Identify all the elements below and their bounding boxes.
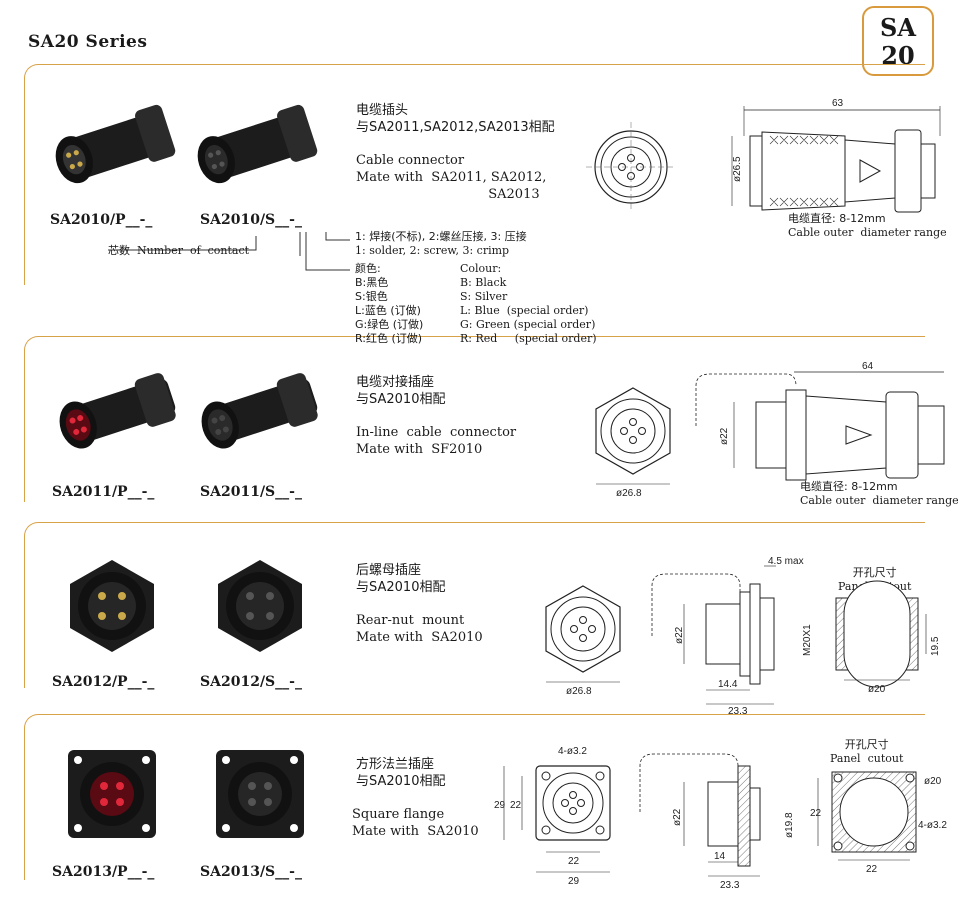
panel-dim-22-w: 22 bbox=[866, 864, 878, 875]
dim-29-h: 29 bbox=[494, 800, 506, 811]
connector-image-inline-p bbox=[59, 373, 176, 449]
connector-image-plug-s bbox=[197, 104, 318, 184]
frame-sa2012 bbox=[24, 522, 925, 688]
front-view-drawing-sa2012: ø26.8 bbox=[545, 585, 621, 697]
connector-image-inline-s bbox=[201, 373, 318, 449]
legend-colour-en: Colour: B: Black S: Silver L: Blue (spec… bbox=[460, 262, 597, 345]
connector-image-plug-p bbox=[55, 104, 176, 184]
dim-thread: M20X1 bbox=[802, 624, 813, 656]
panel-dim-195: 19.5 bbox=[930, 636, 941, 656]
description-sa2010: 电缆插头 与SA2011,SA2012,SA2013相配 bbox=[356, 103, 555, 135]
side-view-drawing-sa2013: ø22 ø19.8 14 23.3 bbox=[639, 753, 795, 891]
panel-cutout-title-sa2013: 开孔尺寸 Panel cutout bbox=[830, 738, 904, 765]
connector-image-rearnut-s bbox=[218, 560, 302, 652]
connector-image-rearnut-p bbox=[70, 560, 154, 652]
front-view-drawing-sa2013: 4-ø3.2 29 22 22 29 bbox=[494, 746, 611, 887]
panel-cutout-drawing-sa2013: 22 ø20 4-ø3.2 22 bbox=[810, 771, 947, 875]
dim-233: 23.3 bbox=[720, 880, 740, 891]
part-label-socket: SA2010/S__-_ bbox=[200, 212, 302, 228]
legend-colour-zh: 颜色: B:黑色 S:银色 L:蓝色 (订做) G:绿色 (订做) R:红色 (… bbox=[355, 262, 424, 345]
dim-144: 14.4 bbox=[718, 679, 738, 690]
panel-dim-20: ø20 bbox=[868, 684, 886, 695]
frame-sa2011 bbox=[24, 336, 925, 502]
frame-sa2010 bbox=[24, 64, 925, 285]
part-label-plug: SA2010/P__-_ bbox=[50, 212, 153, 228]
dim-max-45: 4.5 max bbox=[768, 556, 804, 567]
cable-range-sa2011: 电缆直径: 8-12mm Cable outer diameter range bbox=[800, 480, 959, 507]
side-view-drawing-sa2012: 4.5 max ø22 M20X1 14.4 23.3 bbox=[651, 556, 813, 717]
description-en-sa2011: In-line cable connector Mate with SF2010 bbox=[356, 425, 517, 457]
dim-face-268: ø26.8 bbox=[566, 686, 592, 697]
part-label-socket: SA2012/S__-_ bbox=[200, 674, 302, 690]
side-view-drawing-sa2011: 64 ø22 bbox=[695, 361, 945, 481]
panel-cutout-drawing-sa2012: 19.5 ø20 bbox=[835, 580, 941, 695]
connector-image-flange-p bbox=[68, 750, 156, 838]
dim-14: 14 bbox=[714, 851, 726, 862]
cable-range-sa2010: 电缆直径: 8-12mm Cable outer diameter range bbox=[788, 212, 947, 239]
panel-dim-22-h: 22 bbox=[810, 808, 822, 819]
legend-contact: 芯数 Number of contact bbox=[108, 244, 250, 257]
legend-termination: 1: 焊接(不标), 2:螺丝压接, 3: 压接 1: solder, 2: s… bbox=[355, 230, 527, 257]
dim-dia-22: ø22 bbox=[672, 808, 683, 826]
series-badge: SA 20 bbox=[862, 6, 934, 76]
description-sa2012: 后螺母插座 与SA2010相配 bbox=[356, 563, 446, 595]
dim-dia-265: ø26.5 bbox=[732, 156, 743, 182]
part-label-plug: SA2013/P__-_ bbox=[52, 864, 155, 880]
part-label-plug: SA2012/P__-_ bbox=[52, 674, 155, 690]
dim-length-63: 63 bbox=[832, 98, 844, 109]
side-view-drawing-sa2010: 63 ø26.5 bbox=[731, 98, 941, 213]
front-view-drawing-sa2011: ø26.8 bbox=[595, 387, 671, 499]
description-en-sa2012: Rear-nut mount Mate with SA2010 bbox=[356, 613, 483, 645]
dim-length-64: 64 bbox=[862, 361, 874, 372]
dim-face-268: ø26.8 bbox=[616, 488, 642, 499]
series-title: SA20 Series bbox=[28, 32, 148, 52]
description-en-sa2010: Cable connector Mate with SA2011, SA2012… bbox=[356, 153, 547, 202]
connector-image-flange-s bbox=[216, 750, 304, 838]
description-sa2013: 方形法兰插座 与SA2010相配 bbox=[356, 757, 446, 789]
dim-198: ø19.8 bbox=[784, 812, 795, 838]
description-sa2011: 电缆对接插座 与SA2010相配 bbox=[356, 375, 446, 407]
dim-233: 23.3 bbox=[728, 706, 748, 717]
dim-29-w: 29 bbox=[568, 876, 580, 887]
front-view-drawing-sa2010 bbox=[586, 122, 676, 212]
dim-22-h: 22 bbox=[510, 800, 522, 811]
badge-line1: SA bbox=[880, 13, 916, 42]
dim-dia-22: ø22 bbox=[719, 427, 730, 445]
description-en-sa2013: Square flange Mate with SA2010 bbox=[352, 807, 479, 839]
dim-dia-22: ø22 bbox=[674, 626, 685, 644]
dim-holes: 4-ø3.2 bbox=[558, 746, 587, 757]
part-label-socket: SA2011/S__-_ bbox=[200, 484, 302, 500]
part-label-plug: SA2011/P__-_ bbox=[52, 484, 155, 500]
panel-dim-holes: 4-ø3.2 bbox=[918, 820, 947, 831]
frame-sa2013 bbox=[24, 714, 925, 880]
dim-22-w: 22 bbox=[568, 856, 580, 867]
part-label-socket: SA2013/S__-_ bbox=[200, 864, 302, 880]
panel-dim-20: ø20 bbox=[924, 776, 942, 787]
